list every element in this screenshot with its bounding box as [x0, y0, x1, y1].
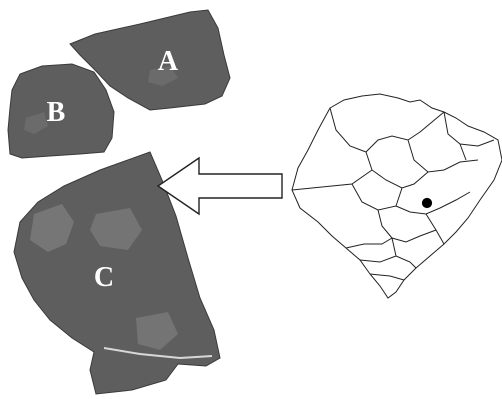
location-marker — [421, 197, 433, 209]
fragment-a-texture — [148, 66, 178, 86]
fragment-a-shape — [69, 9, 231, 111]
fragment-c-light-patch-2 — [90, 208, 142, 250]
fragment-b: B — [7, 63, 115, 159]
fragment-c-light-patch-1 — [30, 204, 74, 252]
fragment-c-crack — [103, 347, 213, 360]
fragment-a-label: A — [158, 46, 179, 77]
fragment-c: C — [13, 151, 221, 395]
state-borders — [291, 107, 495, 281]
brazil-outline — [291, 93, 502, 299]
fragment-a: A — [69, 9, 231, 111]
fragment-b-label: B — [47, 97, 66, 128]
fragment-c-light-patch-3 — [136, 312, 178, 350]
fragment-c-label: C — [94, 262, 114, 293]
brazil-map — [291, 93, 502, 299]
fragment-b-shape — [7, 63, 115, 159]
fragment-b-texture — [24, 112, 48, 134]
left-arrow-icon — [156, 156, 283, 216]
